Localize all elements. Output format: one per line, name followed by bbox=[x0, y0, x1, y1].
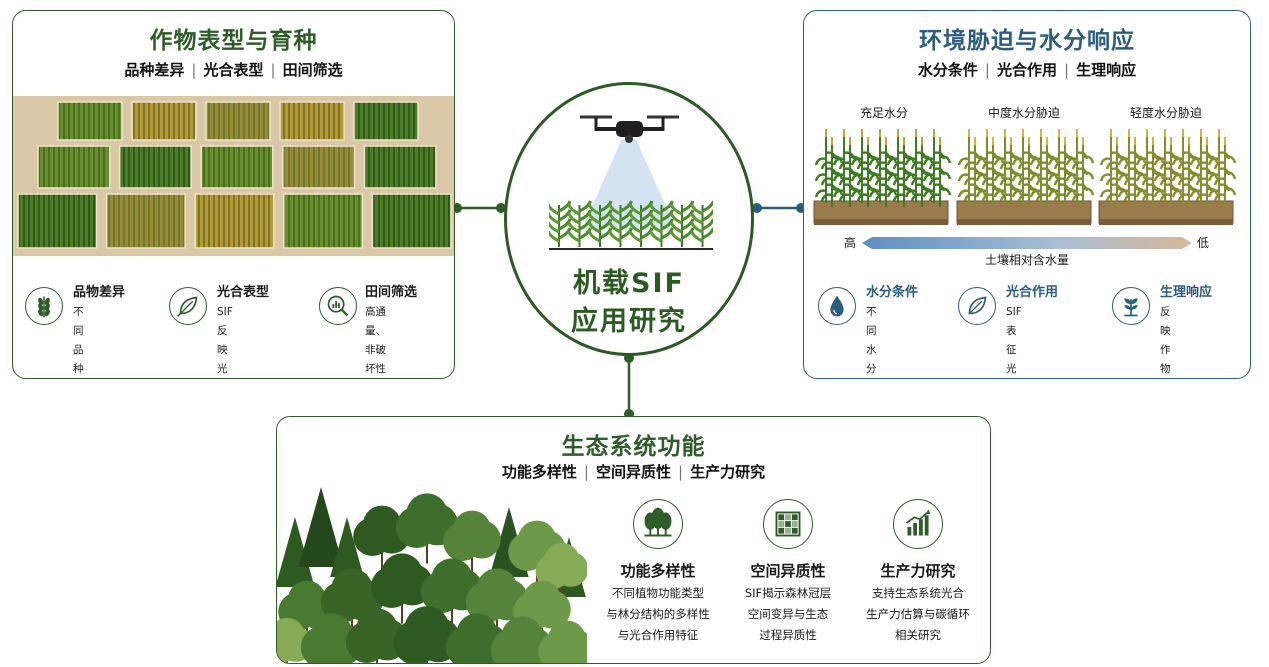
plot-label-mild: 轻度水分胁迫 bbox=[1129, 106, 1202, 120]
broadleaf-tree bbox=[538, 620, 587, 663]
crop-plant bbox=[567, 200, 592, 247]
breeding-plot bbox=[279, 101, 345, 141]
broadleaf-tree bbox=[443, 510, 501, 576]
breeding-plot bbox=[57, 101, 123, 141]
treatment-plot bbox=[813, 129, 952, 225]
conifer-tree bbox=[298, 487, 344, 567]
eco-panel-title: 生态系统功能 bbox=[561, 434, 706, 460]
crop-panel-title: 作物表型与育种 bbox=[149, 28, 318, 54]
breeding-plot bbox=[131, 101, 197, 141]
water-treatment-plots bbox=[813, 129, 1237, 225]
crop-rows-illustration bbox=[549, 200, 713, 250]
leaf-icon bbox=[169, 287, 207, 325]
center-title-line1: 机载SIF bbox=[573, 268, 685, 299]
crop-phenotype-panel: 作物表型与育种 品种差异|光合表型|田间筛选 品物差异 不同品种在冠层 结构与生… bbox=[12, 10, 455, 379]
seedling-icon bbox=[1112, 287, 1150, 325]
breeding-plot bbox=[371, 193, 452, 249]
env-panel-subtitle: 水分条件|光合作用|生理响应 bbox=[917, 61, 1137, 79]
breeding-plot bbox=[118, 145, 192, 189]
breeding-plots-illustration bbox=[13, 96, 454, 256]
bar-chart-icon bbox=[893, 499, 943, 549]
breeding-plot bbox=[363, 145, 437, 189]
crop-plant bbox=[669, 200, 695, 247]
env-stress-panel: 环境胁迫与水分响应 水分条件|光合作用|生理响应 充足水分 中度水分胁迫 轻度水… bbox=[803, 10, 1251, 379]
crop-plant bbox=[649, 200, 674, 247]
trees-icon bbox=[633, 499, 683, 549]
ecosystem-function-panel: 生态系统功能 功能多样性|空间异质性|生产力研究 功能多样性 不同植物功能类型 … bbox=[276, 416, 991, 664]
breeding-plot bbox=[200, 145, 274, 189]
broadleaf-tree bbox=[345, 608, 409, 663]
center-title-line2: 应用研究 bbox=[571, 306, 687, 337]
conifer-tree bbox=[277, 517, 315, 587]
breeding-plot bbox=[283, 193, 364, 249]
eco-panel-subtitle: 功能多样性|空间异质性|生产力研究 bbox=[501, 463, 766, 481]
breeding-plot bbox=[353, 101, 419, 141]
broadleaf-tree bbox=[513, 580, 571, 646]
breeding-plot bbox=[105, 193, 186, 249]
wheat-icon bbox=[25, 287, 63, 325]
env-panel-title: 环境胁迫与水分响应 bbox=[919, 28, 1135, 54]
gradient-axis-label: 土壤相对含水量 bbox=[984, 253, 1069, 267]
water-drop-icon bbox=[818, 287, 856, 325]
crop-plant bbox=[549, 200, 572, 247]
magnifier-chart-icon bbox=[319, 287, 357, 325]
plot-label-sufficient: 充足水分 bbox=[859, 106, 908, 120]
breeding-plot bbox=[282, 145, 356, 189]
conifer-tree bbox=[330, 517, 364, 577]
crop-plant bbox=[587, 200, 613, 247]
gradient-low-label: 低 bbox=[1197, 236, 1210, 250]
forest-illustration bbox=[277, 487, 587, 663]
grid-icon bbox=[763, 499, 813, 549]
broadleaf-tree bbox=[535, 542, 587, 603]
plot-label-moderate: 中度水分胁迫 bbox=[987, 106, 1060, 120]
crop-plant bbox=[608, 200, 633, 247]
crop-plant bbox=[690, 200, 713, 247]
treatment-plot bbox=[956, 129, 1095, 225]
leaf-icon bbox=[958, 287, 996, 325]
moisture-gradient-arrow bbox=[862, 237, 1192, 249]
broadleaf-tree bbox=[508, 520, 566, 586]
gradient-high-label: 高 bbox=[844, 236, 857, 250]
broadleaf-tree bbox=[420, 558, 484, 629]
center-sif-circle: 机载SIF 应用研究 bbox=[504, 82, 754, 356]
crop-plant bbox=[628, 200, 654, 247]
treatment-plot bbox=[1098, 129, 1237, 225]
breeding-plot bbox=[194, 193, 275, 249]
breeding-plot bbox=[37, 145, 111, 189]
crop-panel-subtitle: 品种差异|光合表型|田间筛选 bbox=[124, 61, 343, 79]
breeding-plot bbox=[205, 101, 271, 141]
breeding-plot bbox=[17, 193, 98, 249]
